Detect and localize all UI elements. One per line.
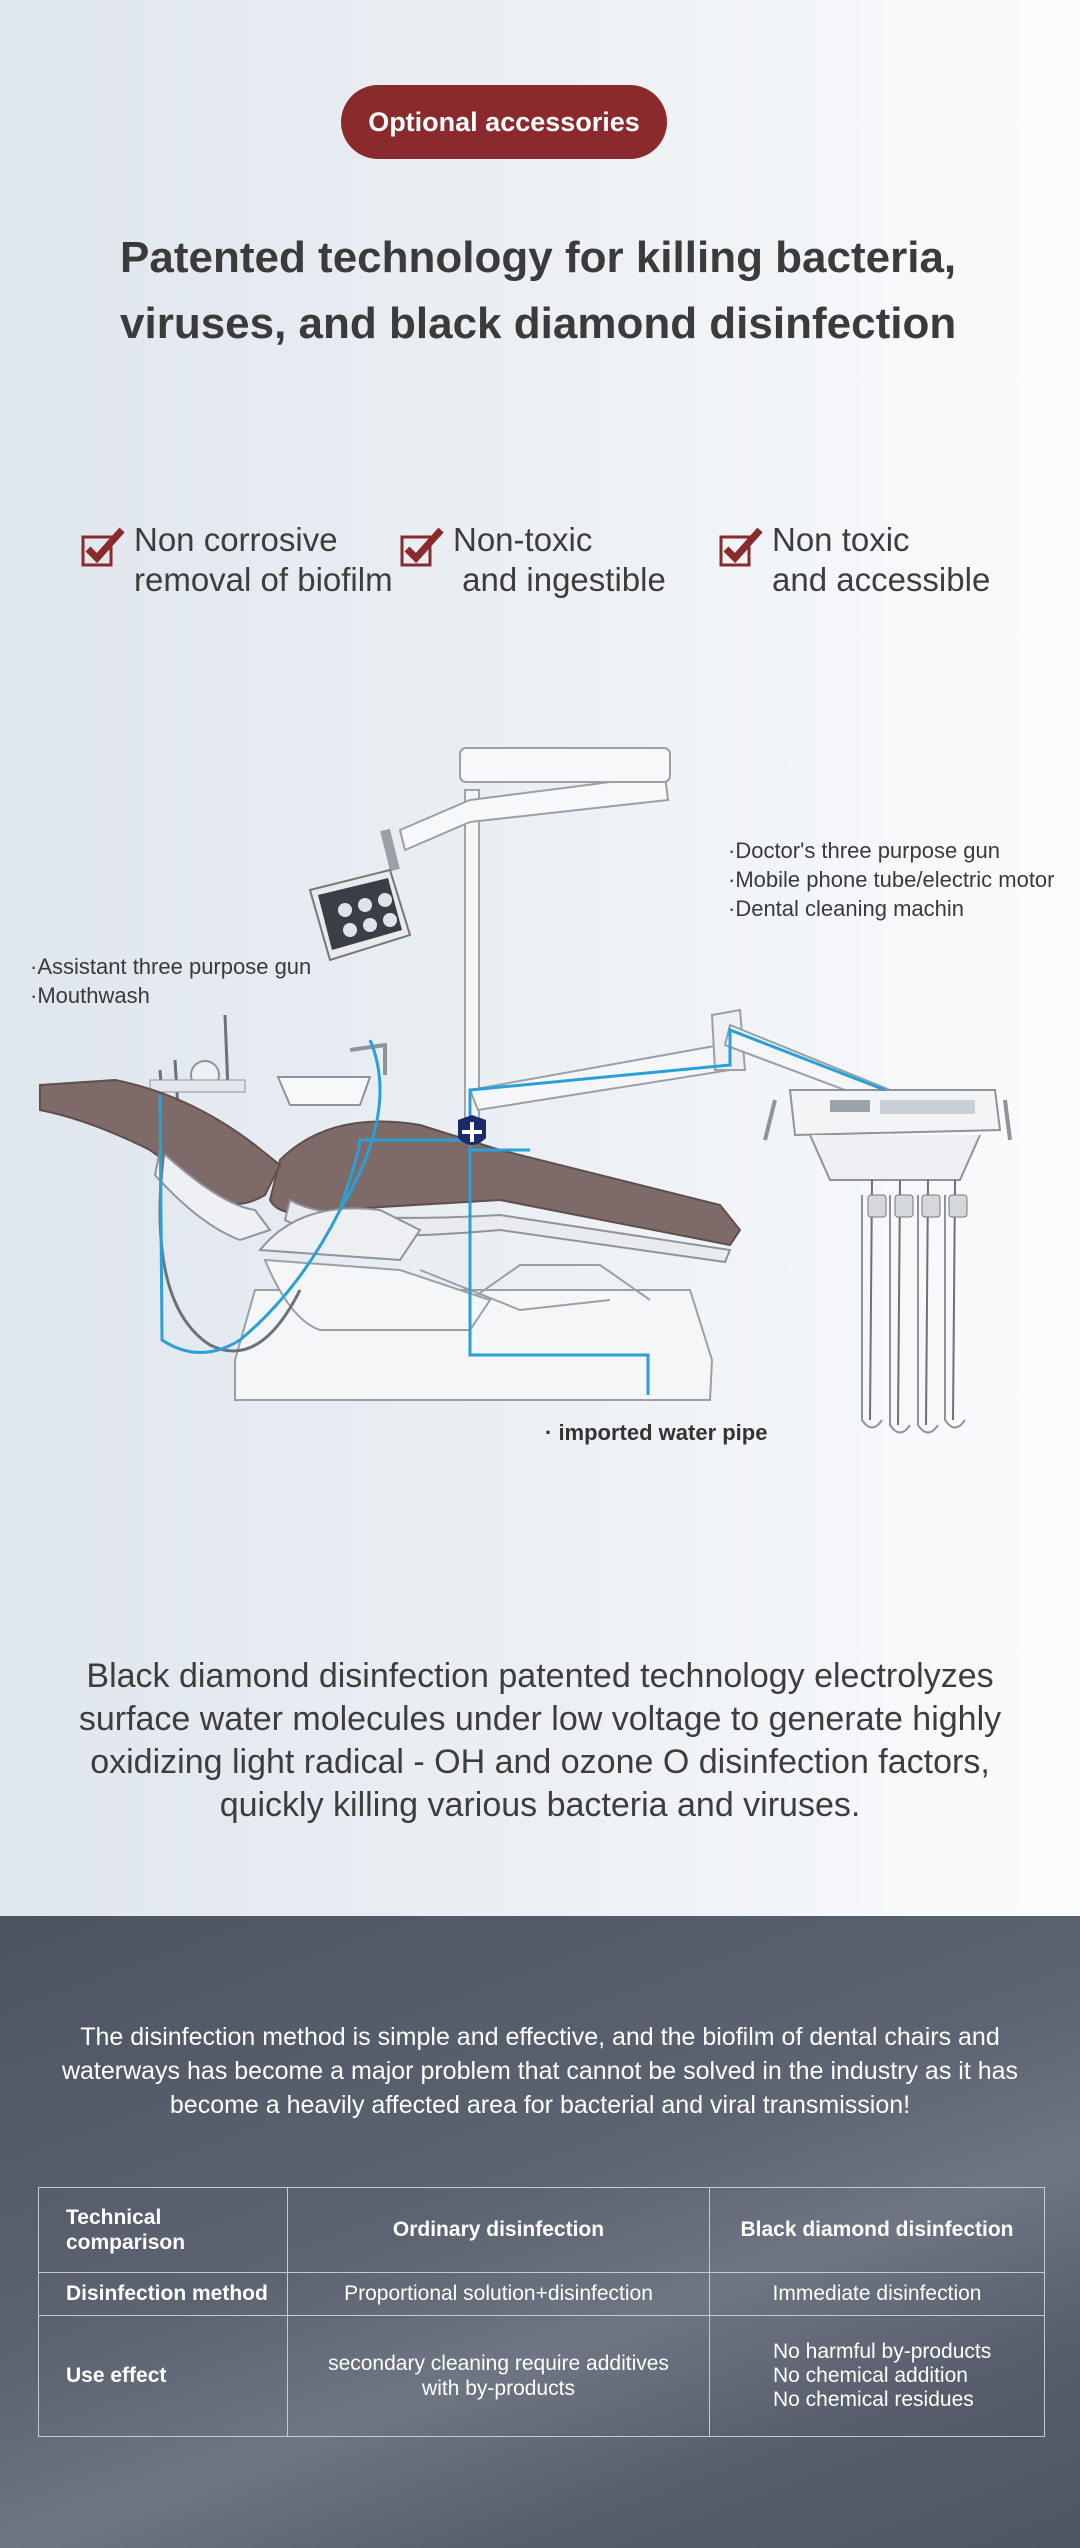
table-header-row: Technical comparison Ordinary disinfecti… (38, 2187, 1045, 2273)
page-title-line-2: viruses, and black diamond disinfection (120, 299, 957, 348)
feature-line-1: Non corrosive (134, 521, 338, 558)
black-diamond-line: No harmful by-products (773, 2339, 992, 2363)
top-section (0, 0, 1080, 1916)
doctor-annotation: ·Doctor's three purpose gun ·Mobile phon… (728, 836, 1055, 923)
doctor-annotation-line: ·Doctor's three purpose gun (728, 838, 1001, 863)
feature-line-1: Non toxic (772, 521, 910, 558)
assistant-annotation-line: ·Assistant three purpose gun (30, 954, 312, 979)
doctor-annotation-line: ·Dental cleaning machin (728, 896, 965, 921)
assistant-annotation-line: ·Mouthwash (30, 983, 150, 1008)
assistant-annotation: ·Assistant three purpose gun ·Mouthwash (30, 952, 311, 1010)
page-title: Patented technology for killing bacteria… (120, 225, 980, 357)
black-diamond-line: No chemical addition (773, 2363, 968, 2387)
black-diamond-cell: Immediate disinfection (709, 2271, 1045, 2316)
checkbox-checked-icon (400, 527, 444, 567)
operating-lamp (308, 868, 412, 962)
feature-item: Non toxic and accessible (718, 520, 990, 600)
page-title-line-1: Patented technology for killing bacteria… (120, 233, 957, 282)
dental-chair-illustration (39, 747, 1012, 1434)
feature-item: Non corrosive removal of biofilm (80, 520, 393, 600)
table-header-cell: Ordinary disinfection (287, 2187, 710, 2273)
row-label: Disinfection method (38, 2271, 288, 2316)
table-header-cell: Technical comparison (38, 2187, 288, 2273)
water-pipe-label: · imported water pipe (545, 1420, 768, 1445)
feature-line-2: removal of biofilm (134, 561, 393, 598)
checkbox-checked-icon (81, 527, 125, 567)
feature-item: Non-toxic and ingestible (399, 520, 666, 600)
water-pipe-diagram (158, 1027, 886, 1395)
feature-line-2: and accessible (772, 561, 991, 598)
doctor-annotation-line: ·Mobile phone tube/electric motor (728, 867, 1055, 892)
biofilm-problem-text: The disinfection method is simple and ef… (61, 2023, 1019, 2119)
table-row: Disinfection method Proportional solutio… (38, 2271, 1045, 2316)
black-diamond-cell: No harmful by-products No chemical addit… (709, 2314, 1045, 2438)
feature-line-2: and ingestible (453, 561, 666, 598)
shield-icon (458, 1115, 486, 1145)
technology-description: Black diamond disinfection patented tech… (78, 1657, 1002, 1824)
feature-line-1: Non-toxic (453, 521, 593, 558)
ordinary-cell: secondary cleaning require additives wit… (287, 2314, 710, 2438)
ordinary-cell: Proportional solution+disinfection (287, 2271, 710, 2316)
table-row: Use effect secondary cleaning require ad… (38, 2314, 1045, 2438)
optional-accessories-badge: Optional accessories (341, 85, 667, 159)
table-header-cell: Black diamond disinfection (709, 2187, 1045, 2273)
checkbox-checked-icon (719, 527, 763, 567)
doctor-instrument-tray (763, 1089, 1012, 1434)
comparison-table: Technical comparison Ordinary disinfecti… (38, 2187, 1045, 2438)
black-diamond-line: No chemical residues (773, 2387, 974, 2411)
row-label: Use effect (38, 2314, 288, 2438)
